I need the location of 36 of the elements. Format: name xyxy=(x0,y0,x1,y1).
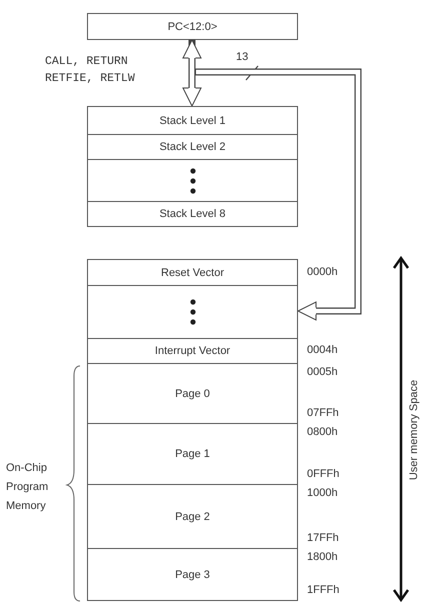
address-label: 0005h xyxy=(307,366,338,378)
memory-row xyxy=(87,285,298,339)
row-label: Page 3 xyxy=(175,568,210,580)
memory-row xyxy=(87,259,298,286)
edge-label: CALL, RETURN RETFIE, RETLW xyxy=(45,54,136,87)
memory-row xyxy=(87,106,298,135)
memory-row xyxy=(87,338,298,364)
address-label: 1800h xyxy=(307,551,338,563)
memory-label: On-Chip Program Memory xyxy=(6,461,50,514)
row-label: Page 1 xyxy=(175,448,210,460)
address-label: 0000h xyxy=(307,266,338,278)
memory-row xyxy=(87,423,298,485)
address-label: 07FFh xyxy=(307,407,339,419)
memory-row xyxy=(87,134,298,160)
address-label: 0004h xyxy=(307,344,338,356)
row-label: Stack Level 8 xyxy=(159,208,226,220)
row-label: Stack Level 1 xyxy=(159,114,226,126)
address-label: 1000h xyxy=(307,487,338,499)
row-label: Stack Level 2 xyxy=(159,141,226,153)
row-label: Page 2 xyxy=(175,510,210,522)
row-label: Interrupt Vector xyxy=(154,345,230,357)
memory-row xyxy=(87,363,298,424)
address-label: 0FFFh xyxy=(307,468,340,480)
memory-row xyxy=(87,484,298,549)
row-label: Reset Vector xyxy=(161,266,224,278)
edge-label: 13 xyxy=(236,51,248,63)
row-label: Page 0 xyxy=(175,388,210,400)
register-box xyxy=(87,13,298,40)
row-label: PC<12:0> xyxy=(168,20,218,32)
address-label: 17FFh xyxy=(307,532,339,544)
address-label: 0800h xyxy=(307,426,338,438)
dimension-label: User memory Space xyxy=(408,380,420,480)
memory-row xyxy=(87,201,298,227)
address-label: 1FFFh xyxy=(307,584,340,596)
memory-row xyxy=(87,159,298,202)
memory-row xyxy=(87,548,298,601)
